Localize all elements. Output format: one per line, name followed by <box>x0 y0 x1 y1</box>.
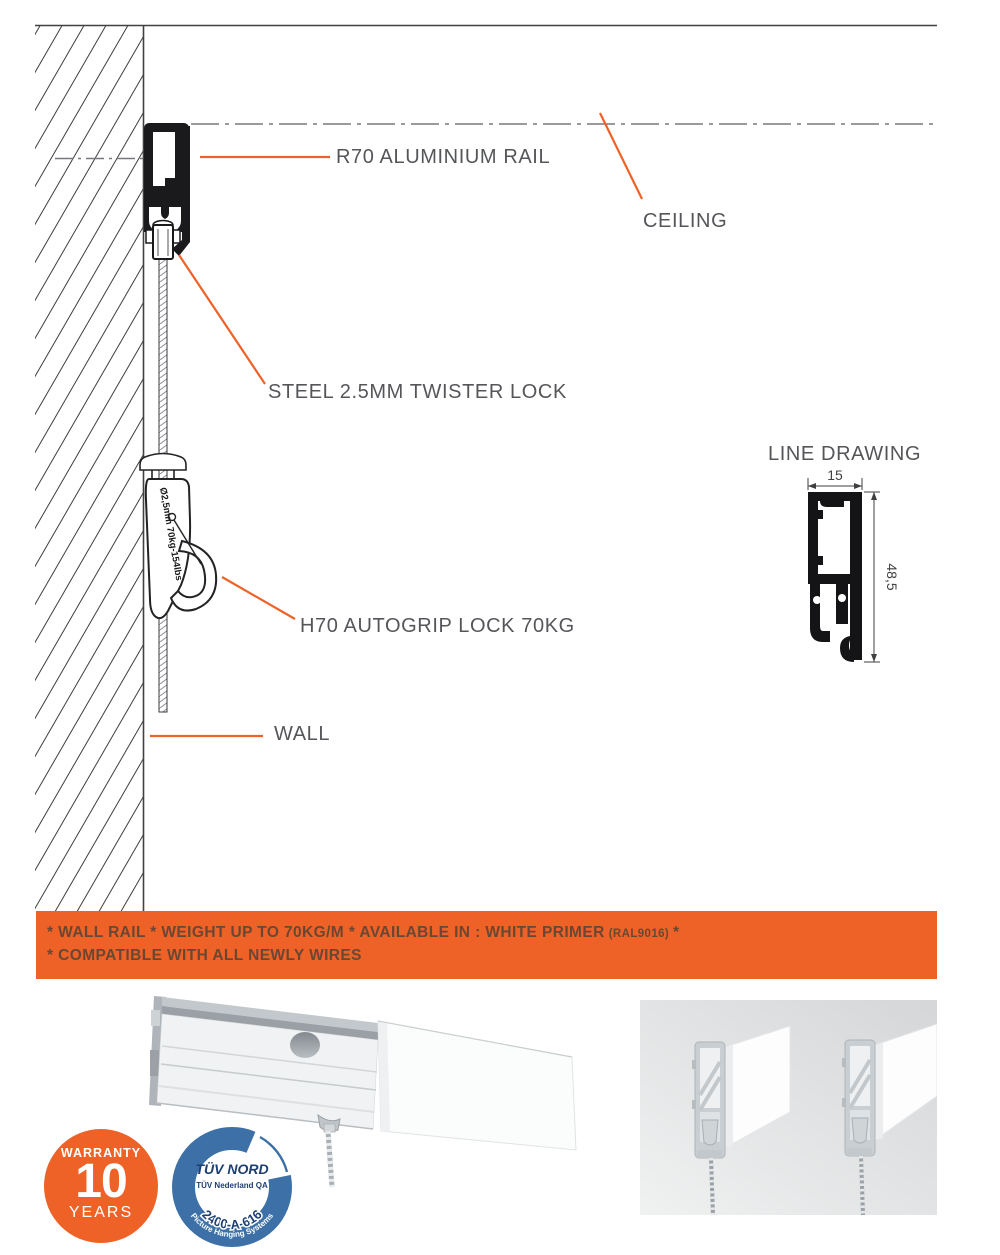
warranty-badge: WARRANTY 10 YEARS <box>44 1129 158 1243</box>
tuv-sub: TÜV Nederland QA <box>196 1181 268 1190</box>
tuv-ring <box>172 1127 292 1247</box>
autogrip-hook-drawing: Ø2,5mm 70kg-154lbs <box>139 452 218 620</box>
wall-hatch <box>35 25 144 911</box>
rail-end-A <box>692 1025 791 1216</box>
product-photo-rail-ends <box>640 1000 937 1216</box>
label-wall: WALL <box>274 723 331 745</box>
label-autogrip: H70 AUTOGRIP LOCK 70KG <box>300 615 575 637</box>
photo-twister-wire <box>317 1113 341 1188</box>
tuv-badge: TÜV NORD TÜV Nederland QA 2400-A-616 Pic… <box>172 1127 294 1247</box>
spec-banner: * WALL RAIL * WEIGHT UP TO 70KG/M * AVAI… <box>36 911 937 979</box>
warranty-top-text: WARRANTY <box>60 1146 142 1160</box>
leader-twister <box>178 254 266 385</box>
label-rail: R70 ALUMINIUM RAIL <box>336 146 551 168</box>
rail-cross-section <box>144 123 190 260</box>
banner-line1: * WALL RAIL * WEIGHT UP TO 70KG/M * AVAI… <box>47 922 937 945</box>
line-drawing-title: LINE DRAWING <box>768 443 922 465</box>
tuv-brand: TÜV NORD <box>195 1161 268 1177</box>
banner-line1-tail: * <box>673 924 680 941</box>
dim-height: 48,5 <box>884 563 900 590</box>
dimension-lines <box>807 478 880 663</box>
banner-line2: * COMPATIBLE WITH ALL NEWLY WIRES <box>47 947 362 964</box>
leader-autogrip <box>221 576 296 620</box>
warranty-bottom-text: YEARS <box>68 1204 134 1221</box>
line-drawing: 15 48,5 <box>807 467 900 663</box>
tuv-swoosh <box>259 1135 289 1173</box>
product-photo-rail <box>149 996 577 1188</box>
banner-line1-ral: (RAL9016) <box>608 928 670 940</box>
leader-ceiling <box>599 112 643 200</box>
dim-width: 15 <box>827 467 843 483</box>
leader-lines <box>150 112 643 738</box>
banner-line1-main: * WALL RAIL * WEIGHT UP TO 70KG/M * AVAI… <box>47 924 605 941</box>
rail-end-B <box>842 1023 937 1216</box>
twister-lock-drawing <box>145 219 181 260</box>
label-ceiling: CEILING <box>643 210 728 232</box>
label-twister: STEEL 2.5MM TWISTER LOCK <box>268 381 567 403</box>
installation-diagram: Ø2,5mm 70kg-154lbs <box>35 24 937 911</box>
rail-profile <box>808 492 862 662</box>
photo-cover-panel <box>377 1020 577 1151</box>
warranty-years-number: 10 <box>75 1155 127 1208</box>
